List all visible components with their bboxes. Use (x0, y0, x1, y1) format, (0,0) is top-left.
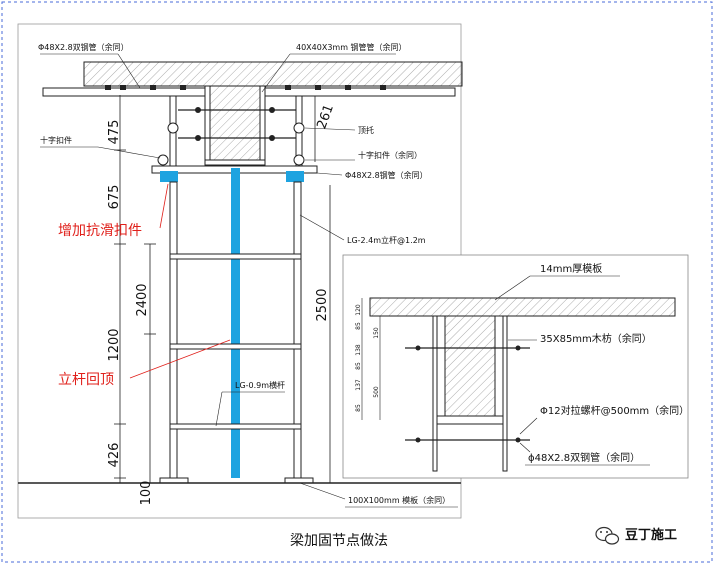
dim-2500: 2500 (315, 288, 330, 321)
inset-dim-2: 150 (373, 327, 380, 339)
label-single-pipe: Φ48X2.8钢管（余同） (345, 170, 428, 180)
brand-name: 豆丁施工 (625, 527, 677, 543)
inset-dim-8: 500 (373, 386, 380, 398)
center-return-pole (231, 168, 240, 478)
inset-dim-4: 138 (355, 344, 362, 356)
beam-bottom-form (204, 159, 266, 166)
inset-dim-3: 85 (355, 322, 362, 330)
inset-dim-7: 85 (355, 404, 362, 412)
dim-2400: 2400 (135, 283, 150, 316)
anti-slip-fastener-right (286, 171, 304, 182)
ledger-3 (169, 423, 302, 430)
beam-side-form-left (204, 85, 211, 165)
label-base-plank: 100X100mm 模板（余同） (348, 495, 450, 505)
slab (83, 61, 463, 87)
annotation-pole-top: 立杆回顶 (58, 372, 114, 388)
beam-side-form-right (259, 85, 266, 165)
dim-100: 100 (139, 481, 154, 506)
ledger-2 (169, 343, 302, 350)
dim-1200: 1200 (107, 328, 122, 361)
inset-slab (369, 297, 676, 317)
wechat-icon (595, 526, 620, 545)
label-ledger: LG-0.9m横杆 (235, 380, 285, 390)
anti-slip-fastener-left (160, 171, 178, 182)
inset-detail (342, 254, 689, 479)
dim-675: 675 (107, 185, 122, 210)
dim-475: 475 (107, 120, 122, 145)
pole-left (169, 181, 178, 479)
annotation-anti-slip: 增加抗滑扣件 (58, 222, 142, 239)
beam (209, 85, 261, 163)
caption: 梁加固节点做法 (290, 533, 388, 549)
top-pipe-right (264, 87, 456, 97)
dim-261: 261 (314, 103, 337, 131)
inset-dim-1: 120 (355, 304, 362, 316)
pole-right (293, 181, 302, 479)
inset-label-pipe: ϕ48X2.8双钢管（余同） (528, 451, 640, 464)
inset-beam (444, 315, 496, 417)
label-top-support: 顶托 (358, 125, 374, 135)
inset-label-bolt: Φ12对拉螺杆@500mm（余同） (540, 404, 689, 417)
inset-dim-5: 85 (355, 362, 362, 370)
label-cross-fastener-right: 十字扣件（余同） (358, 150, 422, 160)
inset-dim-6: 137 (355, 379, 362, 391)
inset-label-slab: 14mm厚模板 (540, 262, 602, 275)
label-cross-fastener-left: 十字扣件 (40, 135, 72, 145)
label-pole: LG-2.4m立杆@1.2m (347, 235, 426, 245)
inset-label-battens: 35X85mm木枋（余同） (540, 332, 652, 345)
ledger-1 (169, 253, 302, 260)
dim-426: 426 (107, 443, 122, 468)
label-top-left-pipe: Φ48X2.8双钢管（余同） (38, 42, 129, 52)
label-top-beam-pipe: 40X40X3mm 钢管管（余同） (296, 42, 407, 52)
